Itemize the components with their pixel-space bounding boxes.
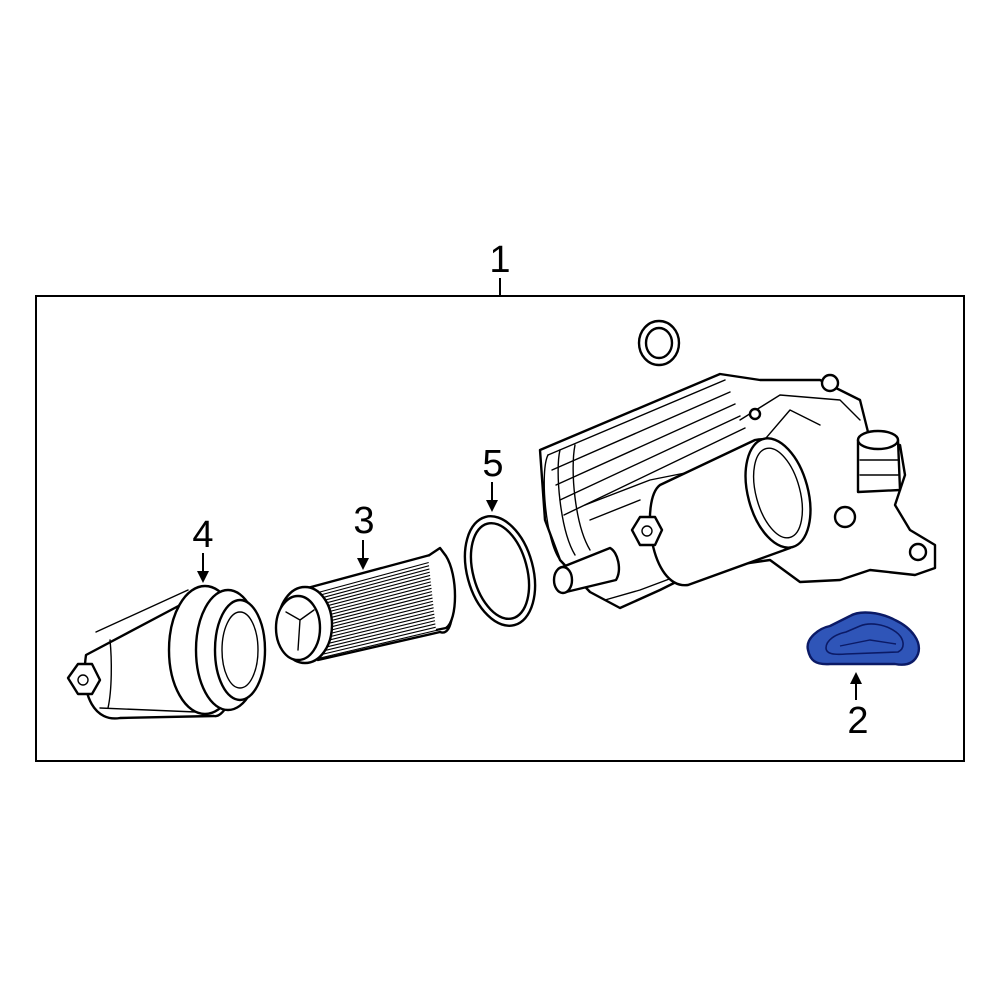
callout-2-label: 2 bbox=[847, 700, 868, 742]
pleat-line bbox=[319, 606, 439, 637]
filter-housing-cap[interactable] bbox=[66, 584, 267, 720]
pleat-line bbox=[319, 582, 439, 615]
pleat-line bbox=[319, 622, 439, 653]
filter-element[interactable] bbox=[274, 546, 457, 665]
pleat-line bbox=[319, 566, 439, 599]
o-ring-seal[interactable] bbox=[454, 508, 547, 633]
pleat-line bbox=[319, 586, 439, 618]
gasket-inner bbox=[825, 623, 904, 656]
pleat-line bbox=[319, 616, 439, 646]
pleat-line bbox=[319, 612, 439, 643]
pleat-line bbox=[319, 592, 439, 624]
pleat-line bbox=[319, 602, 439, 634]
oil-filter-housing-assembly bbox=[538, 372, 937, 610]
callout-4[interactable]: 4 bbox=[192, 514, 214, 583]
pleat-line bbox=[319, 619, 439, 650]
pleat-line bbox=[319, 609, 439, 640]
callout-5[interactable]: 5 bbox=[482, 443, 504, 512]
housing-gasket[interactable] bbox=[806, 611, 921, 666]
pleat-line bbox=[319, 569, 439, 602]
pleat-line bbox=[319, 596, 439, 628]
small-o-ring bbox=[637, 319, 681, 367]
gasket-rib bbox=[839, 639, 897, 647]
pleat-line bbox=[319, 626, 439, 656]
pleat-line bbox=[319, 629, 439, 659]
pleat-line bbox=[319, 559, 439, 593]
callout-3-label: 3 bbox=[353, 500, 374, 542]
callout-3[interactable]: 3 bbox=[353, 500, 375, 570]
callout-5-label: 5 bbox=[482, 443, 503, 485]
pleat-line bbox=[319, 589, 439, 621]
pleat-line bbox=[319, 576, 439, 609]
callout-4-label: 4 bbox=[192, 514, 213, 556]
callout-1[interactable]: 1 bbox=[489, 239, 511, 296]
callout-2[interactable]: 2 bbox=[847, 672, 869, 742]
callout-1-label: 1 bbox=[489, 239, 510, 281]
filter-pleats bbox=[319, 559, 439, 659]
pleat-line bbox=[319, 599, 439, 631]
pleat-line bbox=[319, 579, 439, 612]
pleat-line bbox=[319, 572, 439, 606]
pleat-line bbox=[319, 562, 439, 596]
